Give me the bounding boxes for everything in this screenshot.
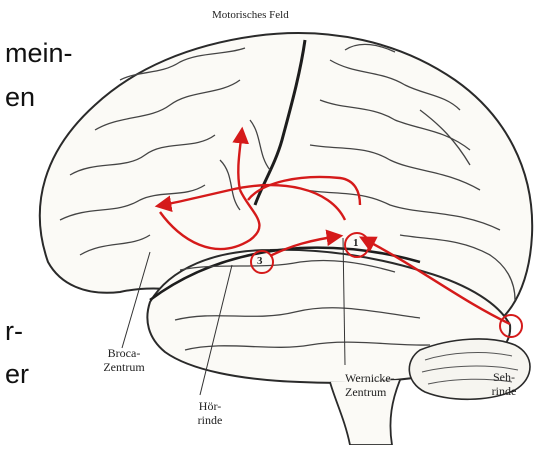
label-wernicke-line1: Wernicke- (345, 372, 395, 386)
marker-label-1: 1 (353, 237, 359, 250)
label-hoerrinde-line1: Hör- (188, 400, 232, 414)
label-motor-field: Motorisches Feld (212, 9, 289, 22)
label-hoerrinde: Hör- rinde (188, 400, 232, 428)
label-sehrinde-line2: rinde (482, 385, 526, 399)
marker-label-3: 3 (257, 255, 263, 268)
label-wernicke: Wernicke- Zentrum (345, 372, 395, 400)
label-wernicke-line2: Zentrum (345, 386, 395, 400)
label-hoerrinde-line2: rinde (188, 414, 232, 428)
partial-text-line3: r- (5, 318, 23, 345)
label-broca-line2: Zentrum (92, 361, 156, 375)
label-sehrinde: Seh- rinde (482, 371, 526, 399)
label-sehrinde-line1: Seh- (482, 371, 526, 385)
partial-text-line2: en (5, 84, 35, 111)
label-broca-line1: Broca- (92, 347, 156, 361)
label-broca: Broca- Zentrum (92, 347, 156, 375)
partial-text-line1: mein- (5, 40, 73, 67)
partial-text-line4: er (5, 361, 29, 388)
